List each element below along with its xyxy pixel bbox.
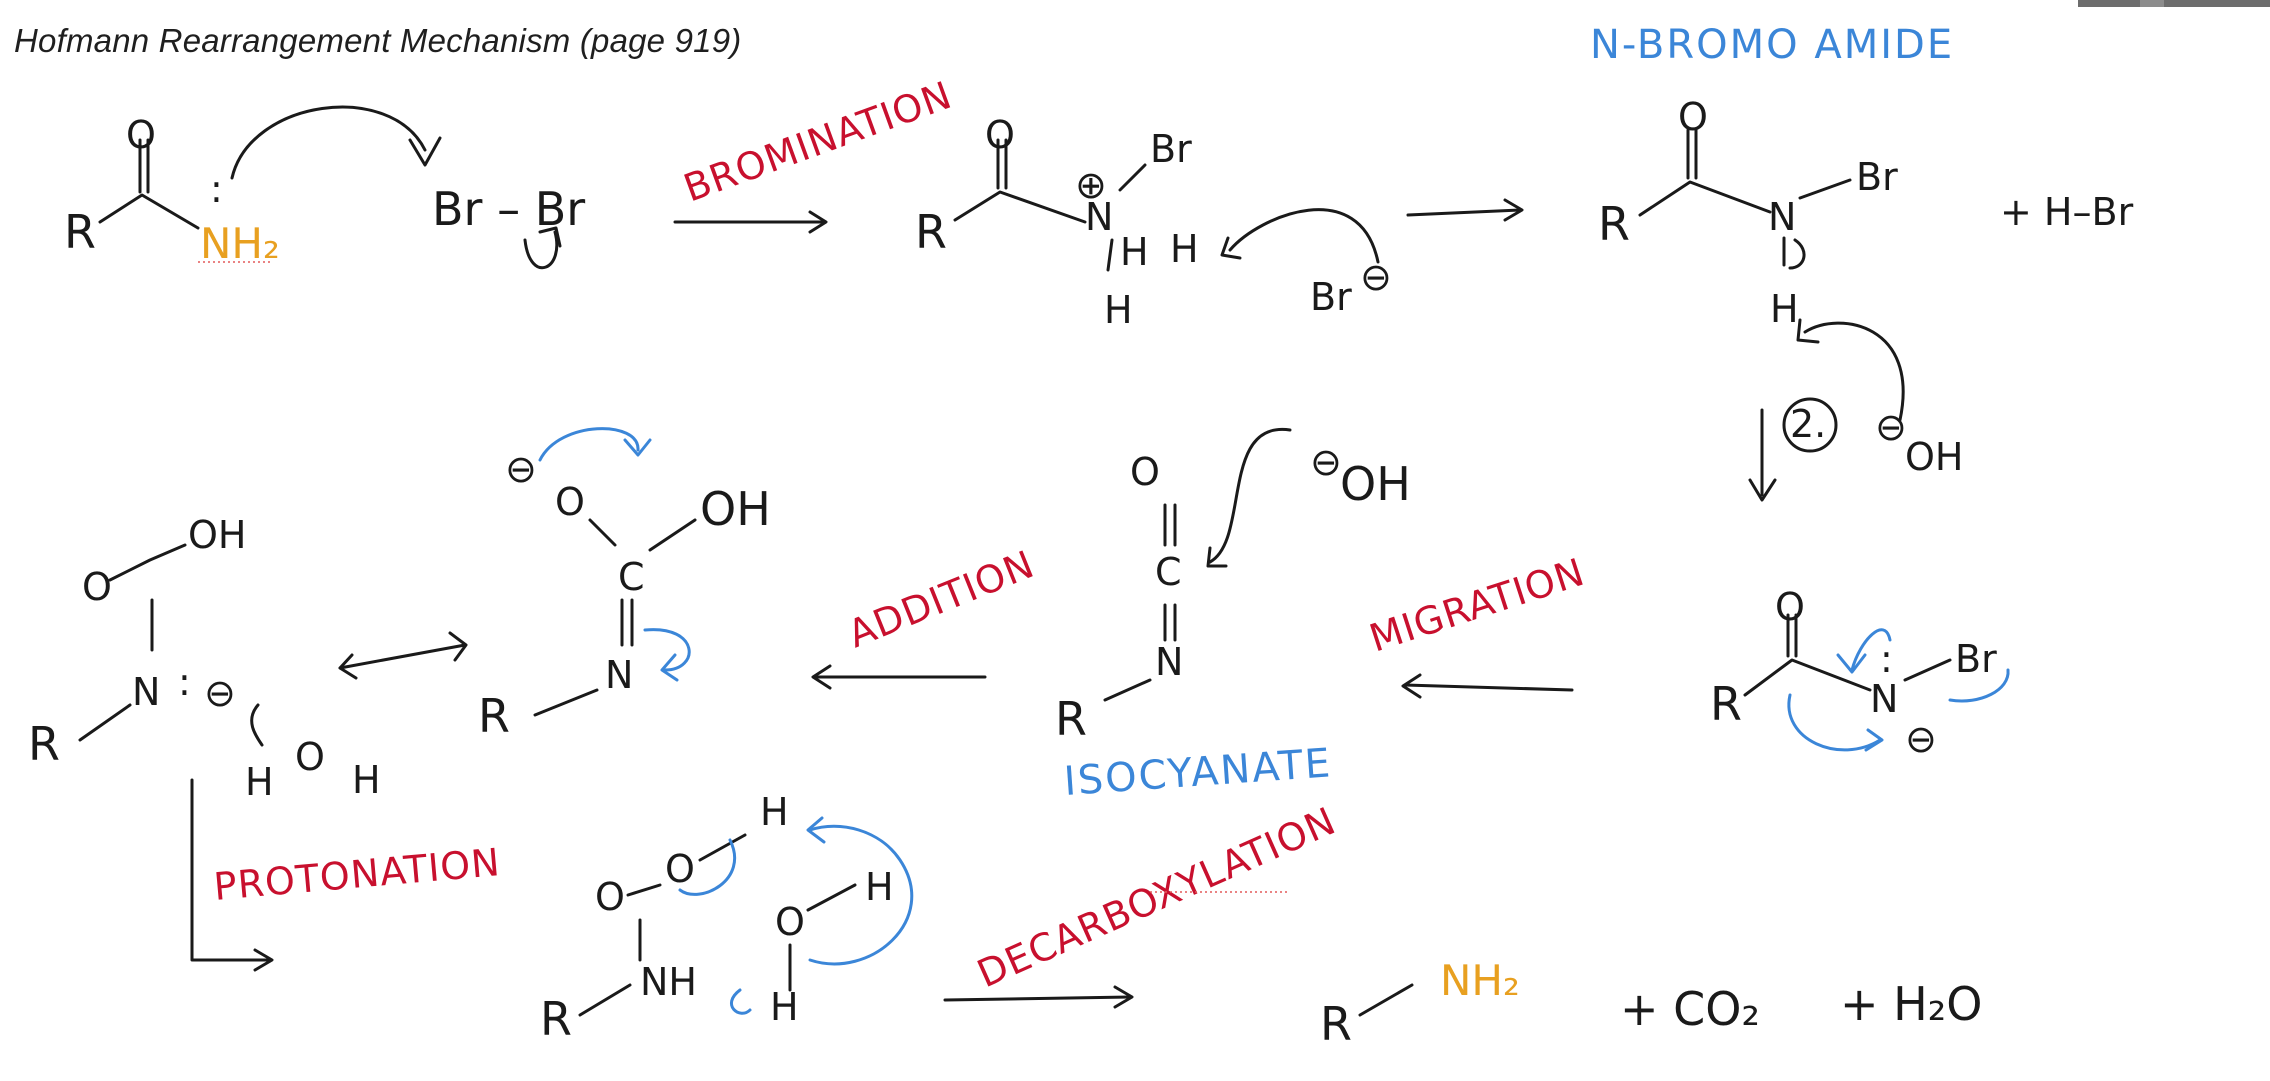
window-edge-bar <box>2078 0 2270 7</box>
protonated-intermediate: R O N ⊕ Br H H H Br ⊖ <box>915 113 1392 332</box>
label-migration: MIGRATION <box>1364 550 1590 661</box>
atom-h3: H <box>1170 227 1199 271</box>
hydroxyl: OH <box>700 482 771 536</box>
atom-h: H <box>1770 287 1799 331</box>
label-addition: ADDITION <box>842 542 1041 656</box>
protonation-step: PROTONATION <box>190 778 502 972</box>
atom-o: O <box>555 480 585 524</box>
label-isocyanate: ISOCYANATE <box>1062 740 1333 805</box>
atom-o: O <box>595 875 625 919</box>
carbon-dioxide: + CO₂ <box>1620 982 1760 1036</box>
atom-o: O <box>1775 585 1805 629</box>
addition-step: ADDITION <box>811 542 1041 690</box>
water-o: O <box>775 900 805 944</box>
water-h1: H <box>245 760 274 804</box>
label-n-bromo-amide: N-BROMO AMIDE <box>1590 22 1954 68</box>
atom-h: H <box>760 790 789 834</box>
atom-o: O <box>985 113 1015 157</box>
atom-h2: H <box>1120 230 1149 274</box>
atom-o2: O <box>665 847 695 891</box>
atom-r: R <box>64 205 96 259</box>
resonance-structure: O OH N : ⊖ R H O H <box>28 513 381 804</box>
amide-nh2: NH₂ <box>200 219 280 268</box>
svg-text::: : <box>178 660 191 704</box>
water-o: O <box>295 735 325 779</box>
addition-intermediate: ⊖ O C OH N R <box>478 427 771 743</box>
atom-h: H <box>1104 288 1133 332</box>
atom-c: C <box>1155 550 1182 594</box>
window-edge-bar-segment <box>2140 0 2164 7</box>
step-number: 2. <box>1790 402 1826 446</box>
carbamic-acid: O O H NH R O H H <box>540 790 914 1046</box>
atom-n: N <box>605 653 633 697</box>
atom-o: O <box>126 113 156 157</box>
page-title: Hofmann Rearrangement Mechanism (page 91… <box>14 22 742 59</box>
n-bromo-amide-anion: R O N : Br ⊖ <box>1710 585 2010 761</box>
atom-n: N <box>1870 677 1898 721</box>
label-bromination: BROMINATION <box>678 73 958 211</box>
nh-group: NH <box>640 960 697 1004</box>
arrow-to-n-bromoamide <box>1406 198 1524 222</box>
atom-r: R <box>28 717 60 771</box>
atom-r: R <box>540 992 572 1046</box>
atom-r: R <box>915 205 947 259</box>
migration-step: MIGRATION <box>1364 550 1590 699</box>
atom-n: N <box>1768 195 1796 239</box>
atom-c: C <box>618 555 645 599</box>
amide-reactant: R O NH₂ : <box>64 105 442 268</box>
decarboxylation-step: DECARBOXYLATION <box>943 799 1343 1009</box>
atom-br: Br <box>1856 155 1898 199</box>
atom-n: N <box>132 670 160 714</box>
water-h: H <box>865 865 894 909</box>
atom-br: Br <box>1955 637 1997 681</box>
label-decarboxylation: DECARBOXYLATION <box>971 799 1343 997</box>
bromide-negative: ⊖ <box>1360 255 1392 299</box>
positive-charge: ⊕ <box>1075 163 1107 207</box>
atom-r: R <box>1710 677 1742 731</box>
water-product: + H₂O <box>1840 977 1982 1031</box>
br-br: Br – Br <box>432 182 585 236</box>
deprotonation-step: 2. ⊖ OH <box>1748 397 1963 502</box>
svg-text::: : <box>1880 637 1893 681</box>
n-bromo-amide: N-BROMO AMIDE R O N Br H + H–Br <box>1590 22 2134 422</box>
atom-r: R <box>1055 692 1087 746</box>
negative-charge: ⊖ <box>505 447 537 491</box>
hydroxide: OH <box>1905 435 1963 479</box>
anion-charge: ⊖ <box>1905 717 1937 761</box>
atom-r: R <box>1320 997 1352 1051</box>
atom-o: O <box>1130 450 1160 494</box>
atom-r: R <box>478 689 510 743</box>
atom-n: N <box>1085 195 1113 239</box>
isocyanate: O C N R ISOCYANATE ⊖ OH <box>1055 428 1411 805</box>
atom-r: R <box>1598 197 1630 251</box>
atom-n: N <box>1155 640 1183 684</box>
bromine-molecule: Br – Br <box>432 182 585 270</box>
bromide-ion: Br <box>1310 275 1352 319</box>
svg-text::: : <box>210 167 223 211</box>
hydroxide-charge: ⊖ <box>1875 405 1907 449</box>
hydroxyl: OH <box>188 513 246 557</box>
atom-br: Br <box>1150 127 1192 171</box>
amine-nh2: NH₂ <box>1440 956 1520 1005</box>
resonance-arrow <box>338 631 468 680</box>
products: R NH₂ + CO₂ + H₂O <box>1320 956 1982 1051</box>
hydroxide-charge: ⊖ <box>1310 440 1342 484</box>
negative-charge: ⊖ <box>204 671 236 715</box>
hydroxide: OH <box>1340 457 1411 511</box>
water-h2: H <box>770 985 799 1029</box>
atom-o: O <box>82 565 112 609</box>
label-protonation: PROTONATION <box>212 840 502 909</box>
water-h2: H <box>352 758 381 802</box>
atom-o: O <box>1678 95 1708 139</box>
h-br-product: + H–Br <box>2000 190 2134 234</box>
